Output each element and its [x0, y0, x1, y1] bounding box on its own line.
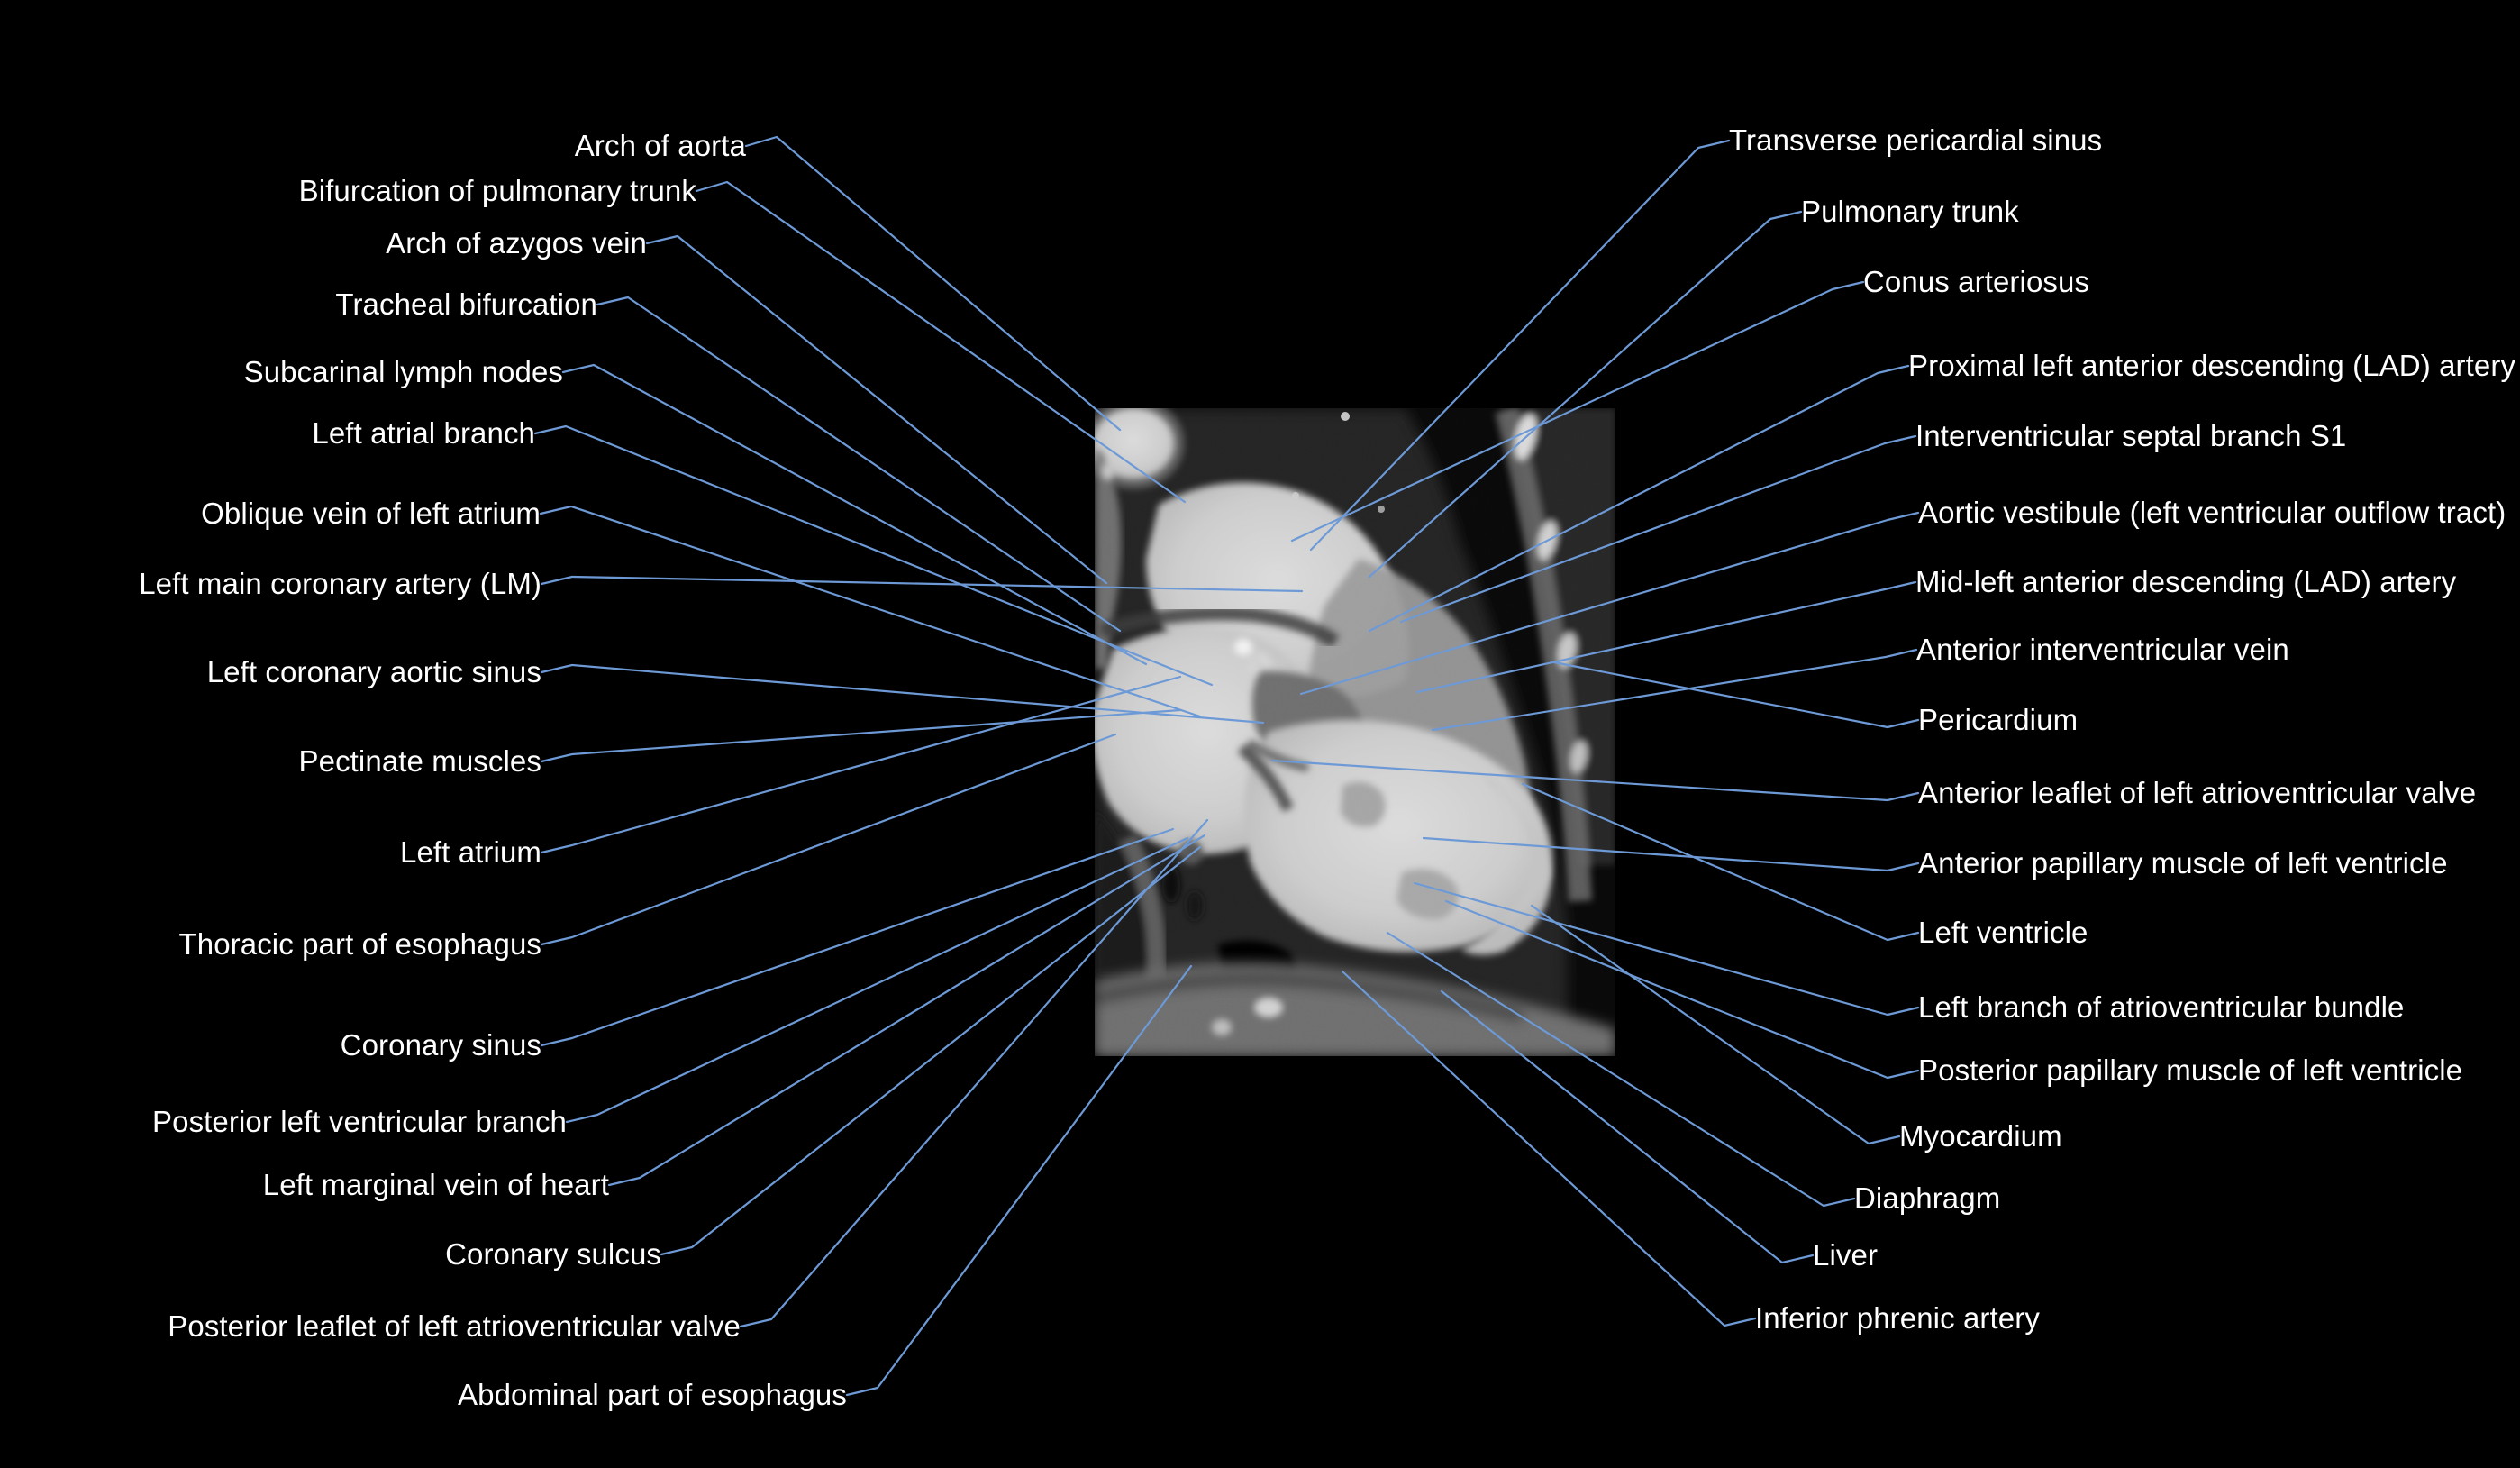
label-abdominal-part-of-esophagus: Abdominal part of esophagus: [458, 1378, 847, 1411]
label-diaphragm: Diaphragm: [1854, 1181, 2001, 1215]
leader-line-anterior-leaflet-of-left-atrioventricular-valve: [1270, 759, 1920, 802]
label-coronary-sulcus: Coronary sulcus: [445, 1237, 661, 1271]
leader-line-left-coronary-aortic-sinus: [540, 663, 1265, 725]
leader-line-mid-left-anterior-descending-lad-artery: [1415, 580, 1917, 694]
label-thoracic-part-of-esophagus: Thoracic part of esophagus: [178, 927, 541, 961]
leader-line-coronary-sulcus: [660, 845, 1202, 1256]
leader-line-left-main-coronary-artery-lm: [540, 575, 1304, 593]
leader-line-left-ventricle: [1521, 782, 1920, 942]
label-aortic-vestibule-left-ventricular-outflow-tract: Aortic vestibule (left ventricular outfl…: [1918, 496, 2506, 529]
label-left-branch-of-atrioventricular-bundle: Left branch of atrioventricular bundle: [1918, 990, 2405, 1024]
leader-line-posterior-papillary-muscle-of-left-ventricle: [1444, 899, 1920, 1080]
label-left-main-coronary-artery-lm: Left main coronary artery (LM): [139, 567, 541, 600]
label-left-marginal-vein-of-heart: Left marginal vein of heart: [262, 1168, 609, 1201]
leader-line-posterior-leaflet-of-left-atrioventricular-valve: [739, 818, 1209, 1328]
label-oblique-vein-of-left-atrium: Oblique vein of left atrium: [201, 497, 541, 530]
leader-line-pericardium: [1552, 661, 1920, 729]
leader-line-left-branch-of-atrioventricular-bundle: [1413, 881, 1920, 1017]
leader-line-myocardium: [1530, 904, 1901, 1145]
label-bifurcation-of-pulmonary-trunk: Bifurcation of pulmonary trunk: [298, 174, 696, 207]
label-mid-left-anterior-descending-lad-artery: Mid-left anterior descending (LAD) arter…: [1915, 565, 2457, 598]
leader-line-tracheal-bifurcation: [596, 296, 1122, 633]
label-pectinate-muscles: Pectinate muscles: [298, 744, 541, 778]
leader-line-anterior-interventricular-vein: [1431, 648, 1918, 732]
label-posterior-papillary-muscle-of-left-ventricle: Posterior papillary muscle of left ventr…: [1918, 1053, 2463, 1087]
label-subcarinal-lymph-nodes: Subcarinal lymph nodes: [243, 355, 563, 388]
leader-line-diaphragm: [1386, 931, 1856, 1208]
label-left-atrial-branch: Left atrial branch: [312, 416, 535, 450]
leader-line-arch-of-azygos-vein: [645, 234, 1108, 585]
label-pulmonary-trunk: Pulmonary trunk: [1801, 195, 2019, 228]
leader-line-pulmonary-trunk: [1368, 210, 1803, 579]
leader-line-conus-arteriosus: [1290, 280, 1865, 543]
label-arch-of-azygos-vein: Arch of azygos vein: [386, 226, 647, 260]
label-proximal-left-anterior-descending-lad-artery: Proximal left anterior descending (LAD) …: [1908, 349, 2516, 382]
label-posterior-leaflet-of-left-atrioventricular-valve: Posterior leaflet of left atrioventricul…: [168, 1309, 741, 1343]
leader-line-anterior-papillary-muscle-of-left-ventricle: [1422, 836, 1920, 872]
leader-line-proximal-left-anterior-descending-lad-artery: [1368, 364, 1910, 633]
label-interventricular-septal-branch-s1: Interventricular septal branch S1: [1915, 419, 2347, 452]
leader-line-thoracic-part-of-esophagus: [540, 733, 1117, 946]
label-myocardium: Myocardium: [1899, 1119, 2062, 1153]
leader-line-abdominal-part-of-esophagus: [845, 964, 1193, 1397]
leader-line-arch-of-aorta: [744, 135, 1122, 432]
label-anterior-leaflet-of-left-atrioventricular-valve: Anterior leaflet of left atrioventricula…: [1918, 776, 2477, 809]
leader-line-left-atrial-branch: [533, 424, 1214, 687]
leader-line-inferior-phrenic-artery: [1341, 970, 1757, 1327]
leader-line-oblique-vein-of-left-atrium: [539, 505, 1202, 718]
label-conus-arteriosus: Conus arteriosus: [1863, 265, 2090, 298]
label-anterior-papillary-muscle-of-left-ventricle: Anterior papillary muscle of left ventri…: [1918, 846, 2448, 880]
label-posterior-left-ventricular-branch: Posterior left ventricular branch: [152, 1105, 567, 1138]
label-anterior-interventricular-vein: Anterior interventricular vein: [1916, 633, 2289, 666]
label-tracheal-bifurcation: Tracheal bifurcation: [335, 287, 597, 321]
leader-line-left-atrium: [540, 675, 1182, 854]
leader-line-subcarinal-lymph-nodes: [561, 363, 1148, 666]
leader-line-transverse-pericardial-sinus: [1309, 139, 1731, 552]
label-left-ventricle: Left ventricle: [1918, 916, 2088, 949]
leader-line-interventricular-septal-branch-s1: [1399, 434, 1917, 624]
leader-line-posterior-left-ventricular-branch: [565, 836, 1189, 1124]
leader-line-left-marginal-vein-of-heart: [607, 834, 1206, 1187]
label-arch-of-aorta: Arch of aorta: [574, 129, 746, 162]
label-transverse-pericardial-sinus: Transverse pericardial sinus: [1729, 123, 2103, 157]
label-left-atrium: Left atrium: [400, 835, 541, 869]
leader-line-bifurcation-of-pulmonary-trunk: [695, 180, 1187, 504]
label-left-coronary-aortic-sinus: Left coronary aortic sinus: [206, 655, 541, 688]
leader-line-pectinate-muscles: [540, 708, 1182, 763]
leader-line-liver: [1440, 989, 1815, 1264]
label-pericardium: Pericardium: [1918, 703, 2079, 736]
leader-line-aortic-vestibule-left-ventricular-outflow-tract: [1299, 511, 1920, 696]
label-inferior-phrenic-artery: Inferior phrenic artery: [1755, 1301, 2040, 1335]
leader-line-coronary-sinus: [540, 827, 1175, 1047]
label-coronary-sinus: Coronary sinus: [340, 1028, 541, 1062]
label-liver: Liver: [1813, 1238, 1879, 1272]
